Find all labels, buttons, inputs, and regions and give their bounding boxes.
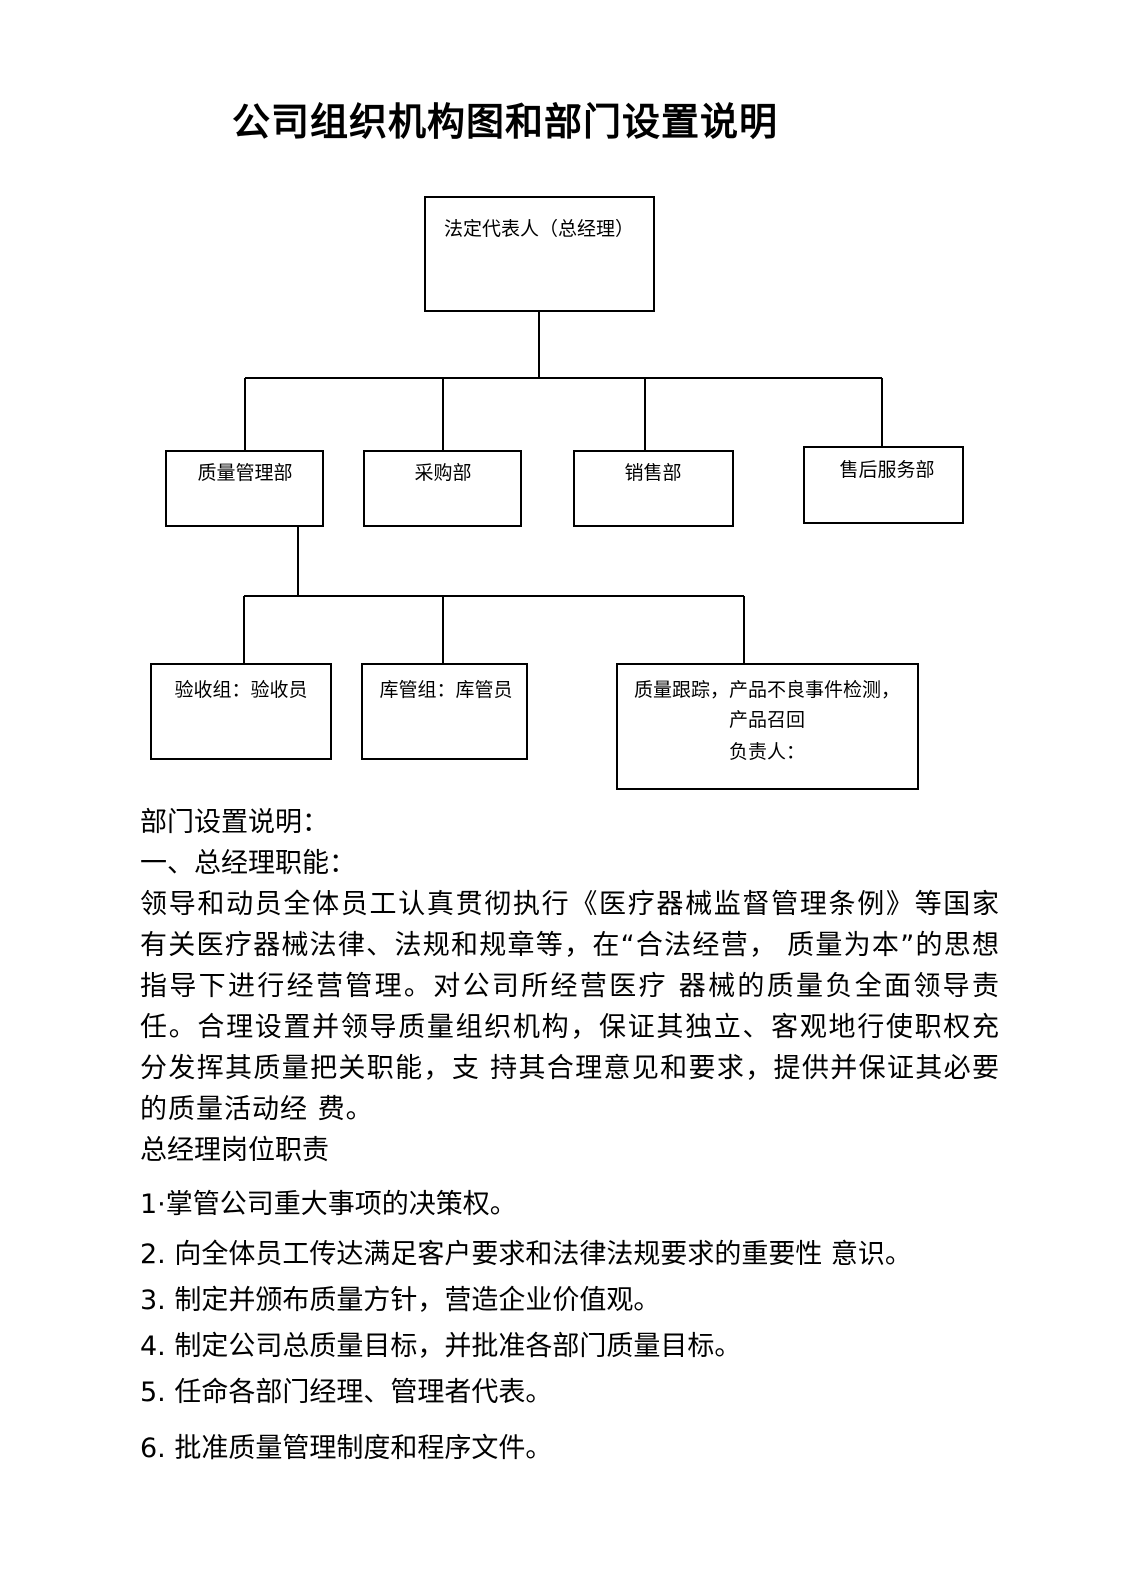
org-box-quality-dept-label: 质量管理部 bbox=[197, 462, 292, 484]
gm-duty-item: 4. 制定公司总质量目标，并批准各部门质量目标。 bbox=[140, 1331, 742, 1362]
gm-function-paragraph: 领导和动员全体员工认真贯彻执行《医疗器械监督管理条例》等国家有关医疗器械法律、法… bbox=[140, 889, 1000, 1125]
org-box-acceptance-group: 验收组：验收员 bbox=[150, 663, 332, 760]
org-box-acceptance-group-label: 验收组：验收员 bbox=[174, 679, 307, 701]
org-box-purchasing-dept-label: 采购部 bbox=[414, 462, 471, 484]
org-box-quality-tracking-line1: 质量跟踪，产品不良事件检测， bbox=[634, 679, 900, 701]
org-box-purchasing-dept: 采购部 bbox=[363, 450, 522, 527]
gm-duty-item: 5. 任命各部门经理、管理者代表。 bbox=[140, 1377, 553, 1408]
org-chart: 法定代表人（总经理） 质量管理部 采购部 销售部 售后服务部 验收组：验收员 库… bbox=[150, 196, 964, 790]
section-heading: 部门设置说明： bbox=[140, 807, 329, 838]
document-body: 部门设置说明： 一、总经理职能： 领导和动员全体员工认真贯彻执行《医疗器械监督管… bbox=[140, 802, 1000, 1467]
gm-duty-item: 2. 向全体员工传达满足客户要求和法律法规要求的重要性 意识。 bbox=[140, 1239, 912, 1270]
gm-duty-item: 1·掌管公司重大事项的决策权。 bbox=[140, 1189, 517, 1220]
org-box-sales-dept-label: 销售部 bbox=[624, 462, 681, 484]
org-box-after-sales-dept-label: 售后服务部 bbox=[839, 459, 934, 481]
org-box-after-sales-dept: 售后服务部 bbox=[803, 446, 964, 524]
org-box-quality-tracking-line2: 产品召回 bbox=[729, 709, 805, 731]
page-title: 公司组织机构图和部门设置说明 bbox=[232, 100, 779, 144]
org-box-legal-representative: 法定代表人（总经理） bbox=[424, 196, 655, 312]
org-box-quality-tracking: 质量跟踪，产品不良事件检测， 产品召回 负责人： bbox=[616, 663, 919, 790]
org-box-quality-dept: 质量管理部 bbox=[165, 450, 324, 527]
org-box-warehouse-group-label: 库管组：库管员 bbox=[379, 679, 512, 701]
org-box-warehouse-group: 库管组：库管员 bbox=[361, 663, 528, 760]
org-box-sales-dept: 销售部 bbox=[573, 450, 734, 527]
gm-duty-item: 3. 制定并颁布质量方针，营造企业价值观。 bbox=[140, 1285, 661, 1316]
gm-duty-item: 6. 批准质量管理制度和程序文件。 bbox=[140, 1433, 553, 1464]
org-box-quality-tracking-line3: 负责人： bbox=[729, 741, 805, 763]
org-chart-connectors bbox=[243, 311, 883, 664]
org-box-legal-representative-label: 法定代表人（总经理） bbox=[444, 218, 634, 240]
gm-duties-heading: 总经理岗位职责 bbox=[140, 1135, 329, 1166]
gm-function-heading: 一、总经理职能： bbox=[140, 848, 356, 879]
